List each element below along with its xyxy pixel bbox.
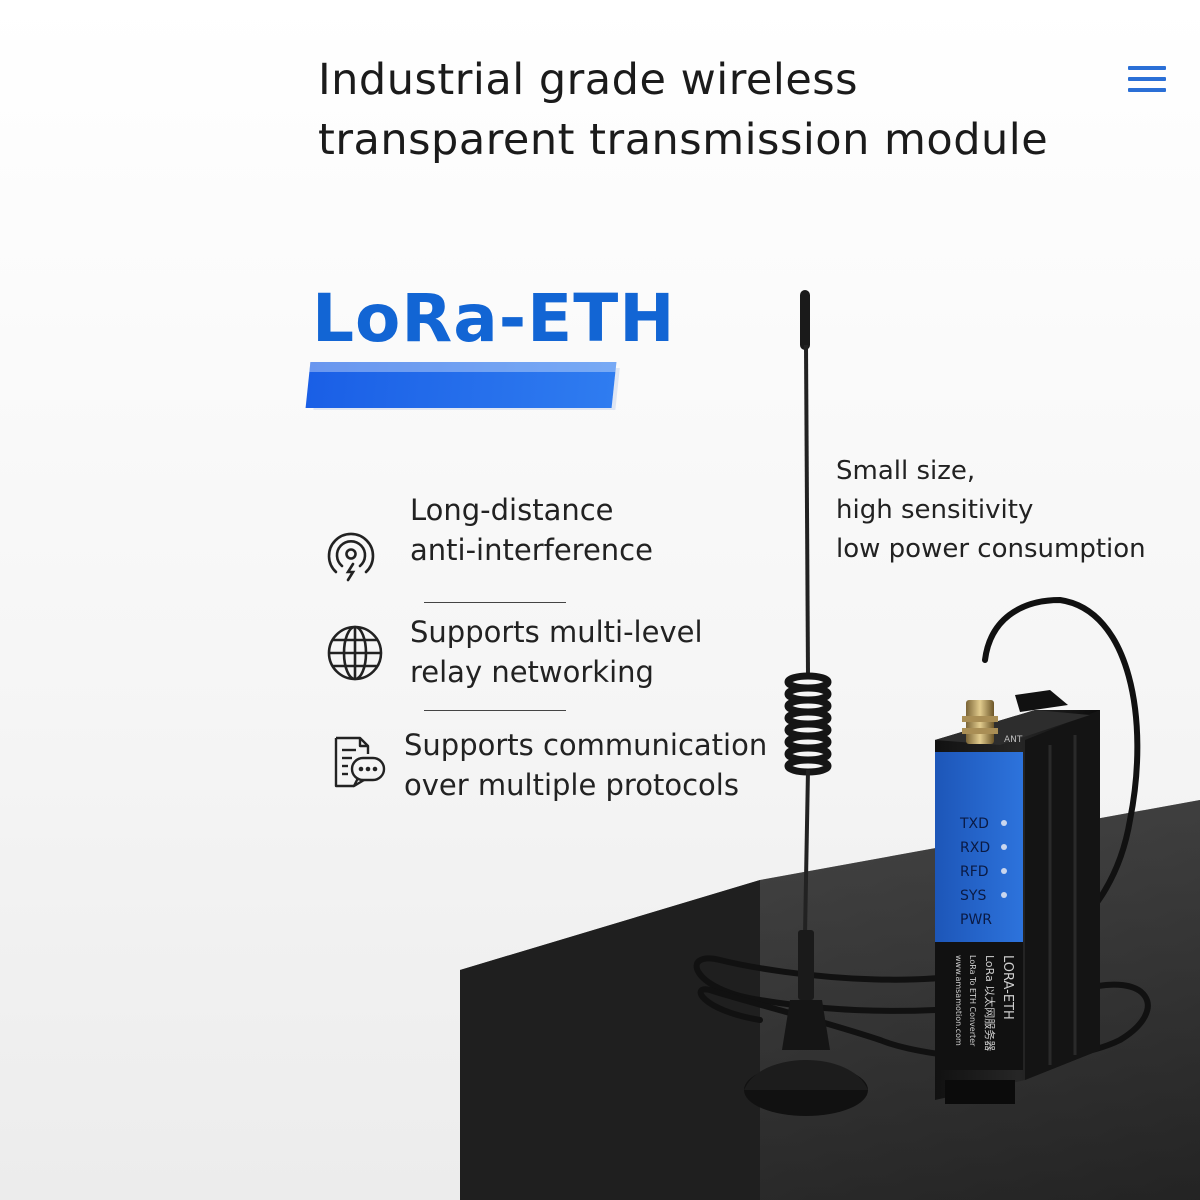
device-website-text: www.amsamotion.com [954,955,963,1046]
feature-divider-2 [424,710,566,711]
antenna [744,290,868,1116]
feature-1-text: Long-distance anti-interference [410,493,653,567]
title-line-1: Industrial grade wireless [318,55,859,105]
page-title: Industrial grade wireless transparent tr… [318,50,1048,170]
title-line-2: transparent transmission module [318,115,1049,165]
side-note: Small size, high sensitivity low power c… [836,456,1146,564]
device-subtitle2-text: LoRa To ETH Converter [968,955,977,1047]
led-panel [935,752,1023,942]
led-sys: SYS [960,888,986,904]
led-txd: TXD [959,816,989,832]
document-chat-icon [334,736,386,788]
led-rxd: RXD [960,840,990,856]
feature-divider-1 [424,602,566,603]
feature-2-text: Supports multi-level relay networking [410,615,703,689]
led-pwr: PWR [960,912,992,928]
globe-icon [327,625,383,681]
ant-label: ANT [1004,735,1023,745]
hamburger-menu-icon[interactable] [1128,66,1166,102]
device-subtitle-text: LoRa 以太网服务器 [983,955,996,1051]
led-labels: TXD RXD RFD SYS PWR [959,816,992,928]
feature-3-text: Supports communication over multiple pro… [404,728,768,802]
device-model-text: LORA-ETH [1000,955,1015,1020]
lora-eth-device [935,690,1100,1104]
signal-lightning-icon [327,532,375,582]
led-rfd: RFD [960,864,989,880]
brand-name: LoRa-ETH [312,280,676,357]
